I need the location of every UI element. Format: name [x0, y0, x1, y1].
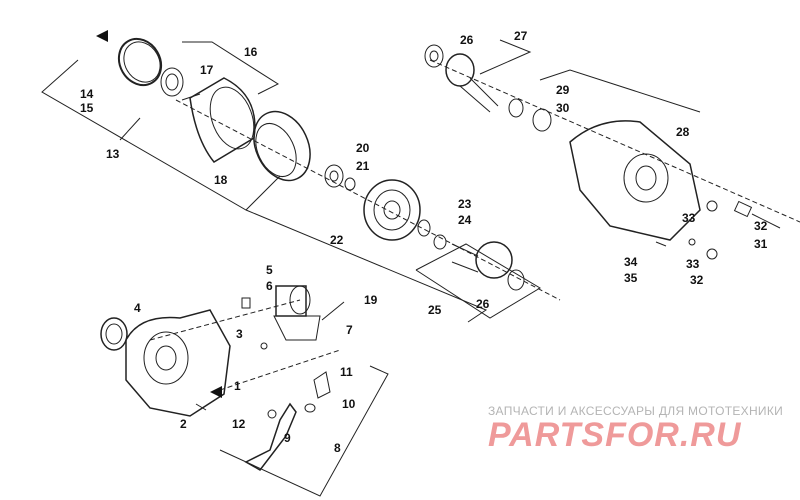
callout-35: 35: [624, 271, 638, 285]
callout-8: 8: [334, 441, 341, 455]
callout-32-lower: 32: [690, 273, 704, 287]
callout-31: 31: [754, 237, 768, 251]
bracket-25: [415, 243, 541, 319]
callout-26-upper: 26: [460, 33, 474, 47]
callout-18: 18: [214, 173, 228, 187]
arrow-marker: [96, 30, 108, 42]
callout-6: 6: [266, 279, 273, 293]
bracket-27: [479, 39, 532, 75]
callout-12: 12: [232, 417, 246, 431]
callout-26-lower: 26: [476, 297, 490, 311]
callout-2: 2: [180, 417, 187, 431]
callout-25: 25: [428, 303, 442, 317]
callout-33-upper: 33: [682, 211, 696, 225]
callout-11: 11: [340, 365, 353, 379]
callout-19: 19: [364, 293, 378, 307]
bracket-28: [539, 69, 701, 113]
callout-32-upper: 32: [754, 219, 768, 233]
watermark-tagline: ЗАПЧАСТИ И АКСЕССУАРЫ ДЛЯ МОТОТЕХНИКИ: [488, 404, 784, 418]
callout-20: 20: [356, 141, 370, 155]
callout-5: 5: [266, 263, 273, 277]
callout-9: 9: [284, 431, 291, 445]
callout-15: 15: [80, 101, 94, 115]
bracket-8: [219, 365, 389, 497]
arrow-marker: [210, 386, 222, 398]
callout-23: 23: [458, 197, 472, 211]
callout-34: 34: [624, 255, 638, 269]
callout-17: 17: [200, 63, 214, 77]
bracket-19: [245, 209, 488, 323]
callout-22: 22: [330, 233, 344, 247]
callout-16: 16: [244, 45, 258, 59]
callout-7: 7: [346, 323, 353, 337]
callout-1: 1: [234, 379, 241, 393]
callout-10: 10: [342, 397, 356, 411]
bracket-16: [182, 41, 280, 95]
callout-14: 14: [80, 87, 94, 101]
callout-33-lower: 33: [686, 257, 700, 271]
callout-27: 27: [514, 29, 528, 43]
callout-30: 30: [556, 101, 570, 115]
callout-28: 28: [676, 125, 690, 139]
callout-29: 29: [556, 83, 570, 97]
callout-4: 4: [134, 301, 141, 315]
bracket-13: [41, 59, 281, 211]
callout-24: 24: [458, 213, 472, 227]
callout-13: 13: [106, 147, 120, 161]
callout-21: 21: [356, 159, 370, 173]
callout-3: 3: [236, 327, 243, 341]
watermark-logo: PARTSFOR.RU: [488, 416, 742, 454]
